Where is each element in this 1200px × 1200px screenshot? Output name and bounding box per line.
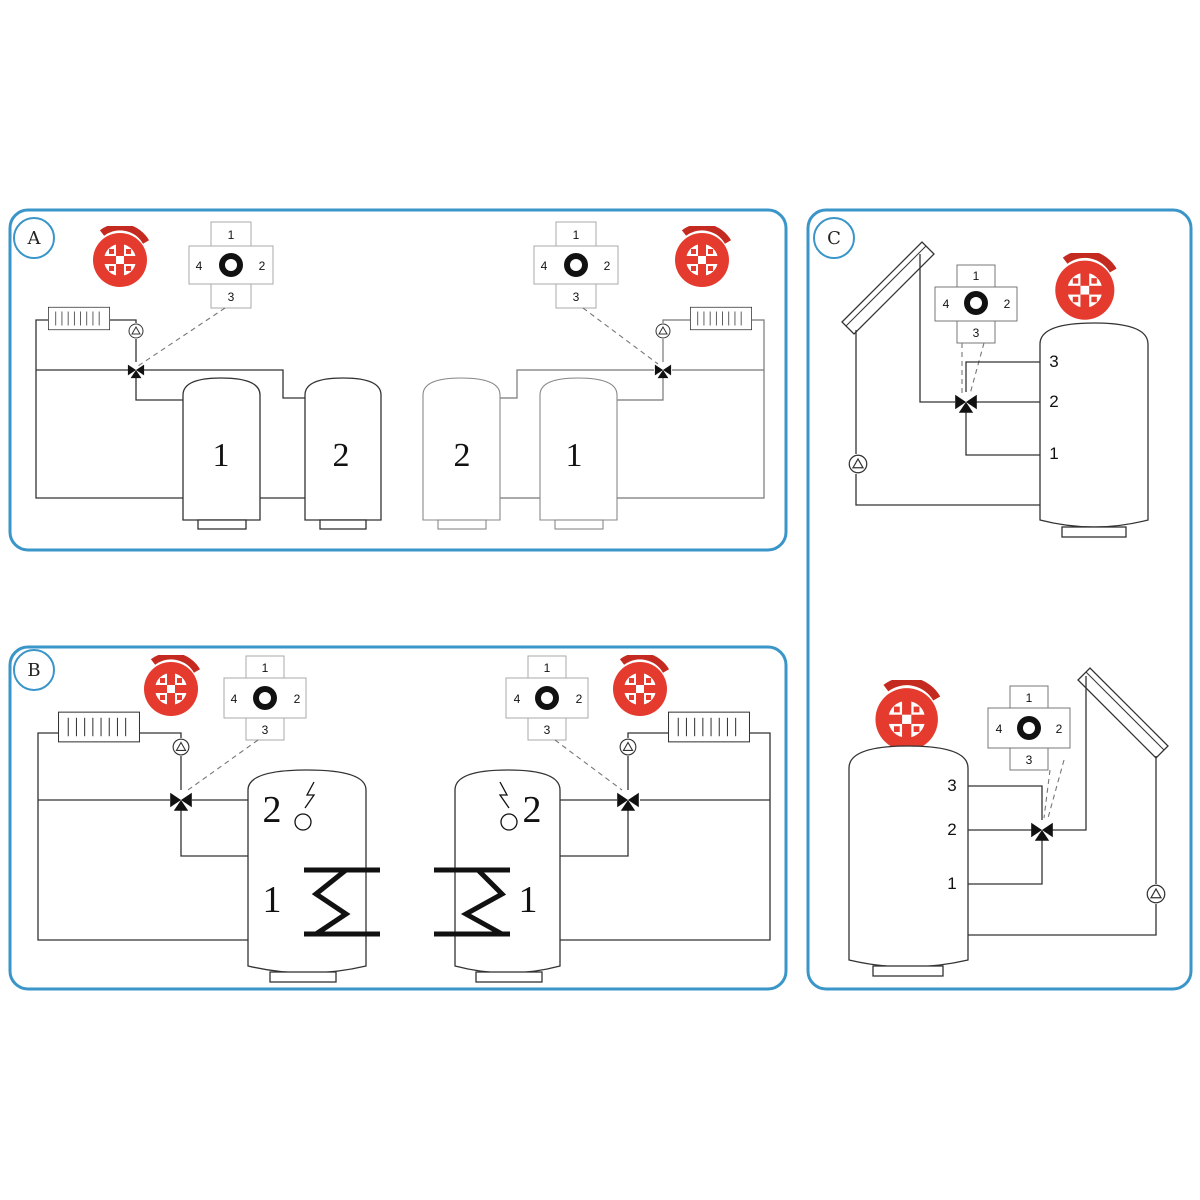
control-link xyxy=(582,307,659,365)
storage-tank: 2 1 xyxy=(434,769,561,983)
panel-a-badge: A xyxy=(13,217,55,259)
svg-text:2: 2 xyxy=(294,692,301,706)
svg-text:2: 2 xyxy=(454,437,471,474)
valve-body-icon: 1 2 3 4 xyxy=(533,221,619,309)
pump-icon xyxy=(848,454,868,474)
svg-text:1: 1 xyxy=(262,661,269,675)
valve-body-icon: 1 2 3 4 xyxy=(188,221,274,309)
svg-text:3: 3 xyxy=(973,326,980,340)
panel-b-diagram: 1 2 3 4 2 1 1 2 3 4 xyxy=(37,655,771,983)
svg-text:1: 1 xyxy=(1026,691,1033,705)
panel-b-badge: B xyxy=(13,649,55,691)
svg-text:1: 1 xyxy=(228,228,235,242)
svg-text:2: 2 xyxy=(1056,722,1063,736)
valve-body-icon: 1 2 3 4 xyxy=(505,655,589,741)
control-link xyxy=(1043,769,1051,819)
storage-tank: 3 2 1 xyxy=(848,745,969,977)
heating-coil-icon xyxy=(434,867,510,937)
svg-text:2: 2 xyxy=(604,259,611,273)
pump-icon xyxy=(655,323,671,339)
storage-tank: 3 2 1 xyxy=(1039,322,1149,538)
svg-text:3: 3 xyxy=(228,290,235,304)
svg-text:3: 3 xyxy=(544,723,551,737)
panel-c-label: C xyxy=(827,228,841,249)
svg-text:2: 2 xyxy=(947,820,956,839)
panel-c-diagram: 1 2 3 4 3 2 1 1 2 3 4 xyxy=(841,241,1169,977)
storage-tank: 1 xyxy=(539,377,618,530)
svg-text:2: 2 xyxy=(333,437,350,474)
pump-icon xyxy=(128,323,144,339)
svg-text:1: 1 xyxy=(213,437,230,474)
control-link xyxy=(1047,759,1065,819)
svg-text:1: 1 xyxy=(519,879,538,921)
svg-text:4: 4 xyxy=(943,297,950,311)
pump-icon xyxy=(619,738,637,756)
radiator-icon xyxy=(668,711,750,743)
svg-text:2: 2 xyxy=(263,789,282,831)
pump-icon xyxy=(172,738,190,756)
svg-text:1: 1 xyxy=(566,437,583,474)
panel-c-badge: C xyxy=(813,217,855,259)
svg-text:3: 3 xyxy=(1049,352,1058,371)
svg-text:4: 4 xyxy=(514,692,521,706)
electric-heater-icon xyxy=(304,781,316,809)
radiator-icon xyxy=(58,711,140,743)
electric-heater-icon xyxy=(498,781,510,809)
svg-text:3: 3 xyxy=(573,290,580,304)
svg-text:1: 1 xyxy=(1049,444,1058,463)
storage-tank: 1 xyxy=(182,377,261,530)
radiator-icon xyxy=(48,306,110,331)
panel-a-label: A xyxy=(27,228,42,249)
svg-text:4: 4 xyxy=(541,259,548,273)
valve-body-icon: 1 2 3 4 xyxy=(934,264,1018,344)
control-link xyxy=(554,739,623,791)
panel-b-label: B xyxy=(27,660,40,681)
storage-tank: 2 xyxy=(304,377,382,530)
svg-text:4: 4 xyxy=(996,722,1003,736)
pump-icon xyxy=(1146,884,1166,904)
valve-body-icon: 1 2 3 4 xyxy=(987,685,1071,771)
svg-text:2: 2 xyxy=(576,692,583,706)
svg-text:1: 1 xyxy=(973,269,980,283)
svg-text:1: 1 xyxy=(573,228,580,242)
heating-coil-icon xyxy=(304,867,380,937)
storage-tank: 2 xyxy=(422,377,501,530)
svg-text:4: 4 xyxy=(231,692,238,706)
svg-text:2: 2 xyxy=(259,259,266,273)
solar-collector-icon xyxy=(1077,667,1169,759)
solar-collector-icon xyxy=(841,241,935,335)
svg-text:1: 1 xyxy=(544,661,551,675)
svg-text:2: 2 xyxy=(1004,297,1011,311)
svg-text:3: 3 xyxy=(1026,753,1033,767)
storage-tank: 2 1 xyxy=(247,769,380,983)
valve-body-icon: 1 2 3 4 xyxy=(223,655,307,741)
radiator-icon xyxy=(690,306,752,331)
svg-text:1: 1 xyxy=(263,879,282,921)
svg-text:2: 2 xyxy=(1049,392,1058,411)
panel-b-frame xyxy=(8,645,788,991)
panel-a-diagram: 1 2 3 4 1 2 1 2 3 4 xyxy=(35,221,765,530)
svg-text:1: 1 xyxy=(947,874,956,893)
svg-text:3: 3 xyxy=(947,776,956,795)
svg-text:3: 3 xyxy=(262,723,269,737)
svg-text:4: 4 xyxy=(196,259,203,273)
svg-text:2: 2 xyxy=(523,789,542,831)
